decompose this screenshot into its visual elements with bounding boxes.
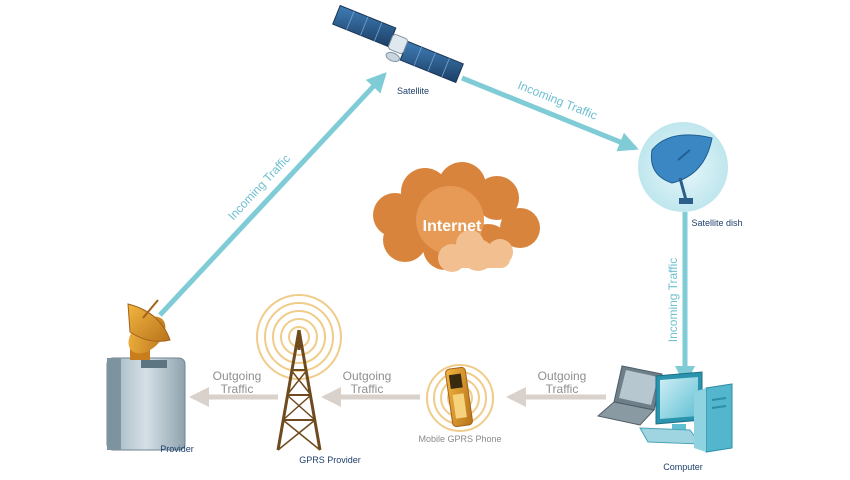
server-with-dish-icon: [106, 299, 186, 451]
edge-label: Incoming Traffic: [666, 258, 680, 342]
mobile-phone-icon: [426, 364, 494, 432]
edge-label-line2: Traffic: [351, 382, 384, 396]
satellite-dish-icon: [638, 122, 728, 212]
edge-label-line1: Outgoing: [538, 369, 587, 383]
edge-label-line2: Traffic: [221, 382, 254, 396]
edge-computer-to-phone: Outgoing Traffic: [506, 369, 606, 407]
incoming-arrow: [461, 75, 639, 152]
edge-label-line2: Traffic: [546, 382, 579, 396]
edge-label-line1: Outgoing: [343, 369, 392, 383]
edge-satellite-to-dish: Incoming Traffic: [461, 75, 639, 152]
node-satellite-dish: Satellite dish: [638, 122, 743, 228]
node-label: Provider: [160, 444, 194, 454]
node-internet: Internet: [373, 162, 540, 272]
node-label: Computer: [663, 462, 703, 472]
node-mobile-phone: Mobile GPRS Phone: [418, 364, 502, 444]
node-label: Internet: [423, 218, 482, 235]
node-label: Mobile GPRS Phone: [418, 434, 501, 444]
node-provider: Provider: [106, 299, 194, 454]
cloud-icon: [373, 162, 540, 272]
incoming-arrow: [158, 72, 387, 317]
edge-phone-to-tower: Outgoing Traffic: [321, 369, 420, 407]
computer-icon: [596, 365, 733, 453]
edge-dish-to-computer: Incoming Traffic: [666, 212, 695, 386]
node-label: GPRS Provider: [299, 455, 361, 465]
node-computer: Computer: [596, 365, 733, 472]
edge-label-line1: Outgoing: [213, 369, 262, 383]
satellite-icon: [332, 4, 464, 84]
node-label: Satellite dish: [691, 218, 742, 228]
radio-tower-icon: [256, 294, 342, 451]
node-satellite: Satellite: [332, 4, 464, 96]
node-gprs-provider: GPRS Provider: [256, 294, 361, 465]
edge-tower-to-provider: Outgoing Traffic: [189, 369, 278, 407]
edge-provider-to-satellite: Incoming Traffic: [158, 72, 387, 317]
node-label: Satellite: [397, 86, 429, 96]
